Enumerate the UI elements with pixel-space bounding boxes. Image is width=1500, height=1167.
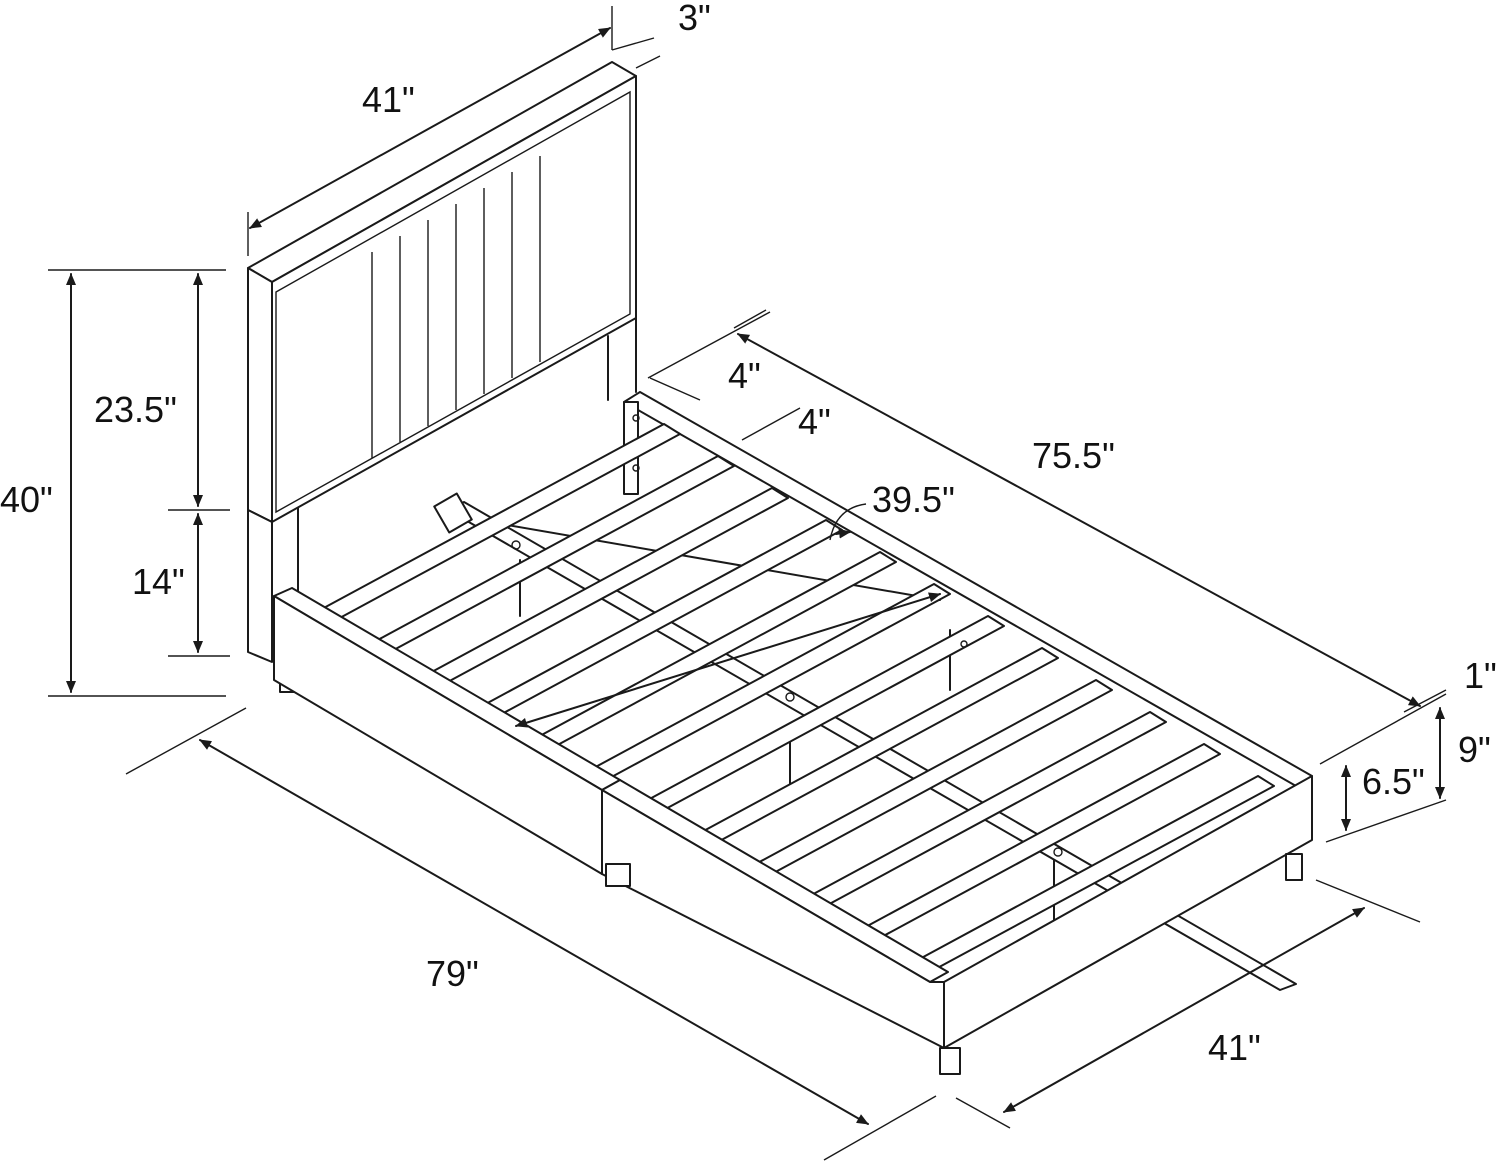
overall-width-label: 41": [1208, 1027, 1261, 1068]
top-gap-label: 1": [1464, 655, 1497, 696]
panel-height-label: 23.5": [94, 389, 177, 430]
headboard-width-label: 41": [362, 79, 415, 120]
frame-height-label: 9": [1458, 729, 1491, 770]
dimension-lines: [48, 6, 1447, 1161]
headboard-depth-label: 3": [678, 0, 711, 38]
total-height-label: 40": [0, 479, 53, 520]
inner-length-label: 75.5": [1032, 435, 1115, 476]
inner-width-label: 39.5": [872, 479, 955, 520]
rail-gap-b-label: 4": [798, 401, 831, 442]
rail-height-label: 6.5": [1362, 761, 1425, 802]
overall-length-label: 79": [426, 953, 479, 994]
rail-gap-a-label: 4": [728, 355, 761, 396]
lower-height-label: 14": [132, 561, 185, 602]
